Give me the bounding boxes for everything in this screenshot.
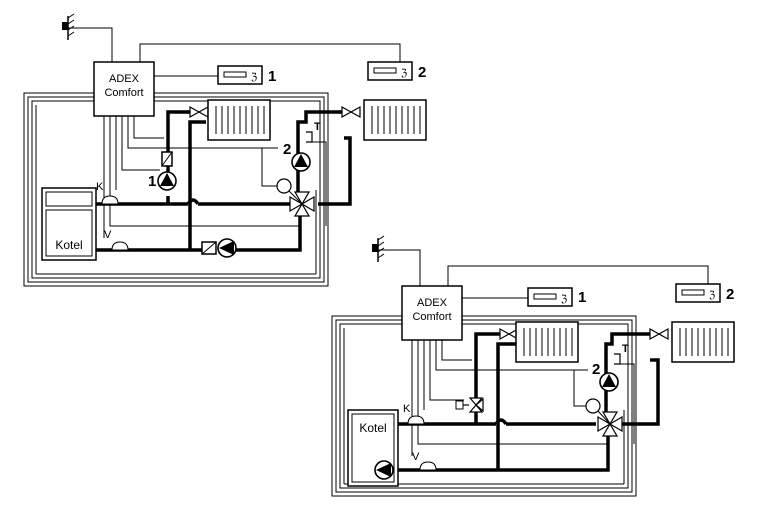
valve-icon — [649, 328, 669, 340]
valve-icon — [341, 106, 361, 118]
thermostat-2-label: 2 — [418, 64, 426, 81]
boiler-label: Kotel — [55, 238, 82, 252]
valve-icon — [189, 106, 209, 118]
boiler-pump-icon — [374, 460, 394, 480]
thermostat-1-label: 1 — [268, 68, 276, 85]
radiator-1-icon — [207, 99, 271, 141]
radiator-2-icon — [363, 99, 427, 141]
thermostat-1-icon — [217, 65, 263, 85]
outdoor-sensor-icon — [371, 235, 385, 263]
pump-2-icon — [291, 152, 311, 172]
diagram-2: ADEX Comfort 1 2 Kotel — [331, 235, 735, 497]
sensor-v-label: V — [104, 229, 112, 241]
thermostat-2-icon — [367, 61, 413, 81]
sensor-t-label: T — [314, 121, 321, 133]
thermostat-2-label: 2 — [726, 286, 734, 303]
controller-label-2: Comfort — [104, 87, 143, 99]
radiator-2-icon — [671, 321, 735, 363]
controller-label-1: ADEX — [109, 73, 140, 85]
boiler-pump-icon — [217, 238, 237, 258]
controller-label-1: ADEX — [417, 297, 448, 309]
pump-2-label: 2 — [283, 141, 291, 158]
controller-box — [93, 61, 155, 117]
sensor-t-label: T — [622, 343, 629, 355]
diagram-1: ADEX Comfort 1 2 Kotel — [23, 13, 427, 287]
sensor-v-label: V — [412, 451, 420, 463]
thermostat-1-label: 1 — [578, 289, 586, 306]
controller-box — [401, 285, 463, 341]
radiator-1-icon — [515, 321, 579, 363]
pump-2-icon — [599, 372, 619, 392]
sensor-k-label: K — [96, 181, 104, 193]
thermostat-1-icon — [527, 287, 573, 307]
pump-2-label: 2 — [592, 361, 600, 378]
pump-1-label: 1 — [148, 173, 156, 190]
sensor-k-label: K — [403, 403, 411, 415]
diverter-valve-icon — [455, 397, 484, 413]
controller-label-2: Comfort — [412, 311, 451, 323]
boiler-label: Kotel — [359, 421, 386, 435]
outdoor-sensor-icon — [61, 13, 75, 41]
pump-1-icon — [157, 171, 177, 191]
thermostat-2-icon — [675, 283, 721, 303]
